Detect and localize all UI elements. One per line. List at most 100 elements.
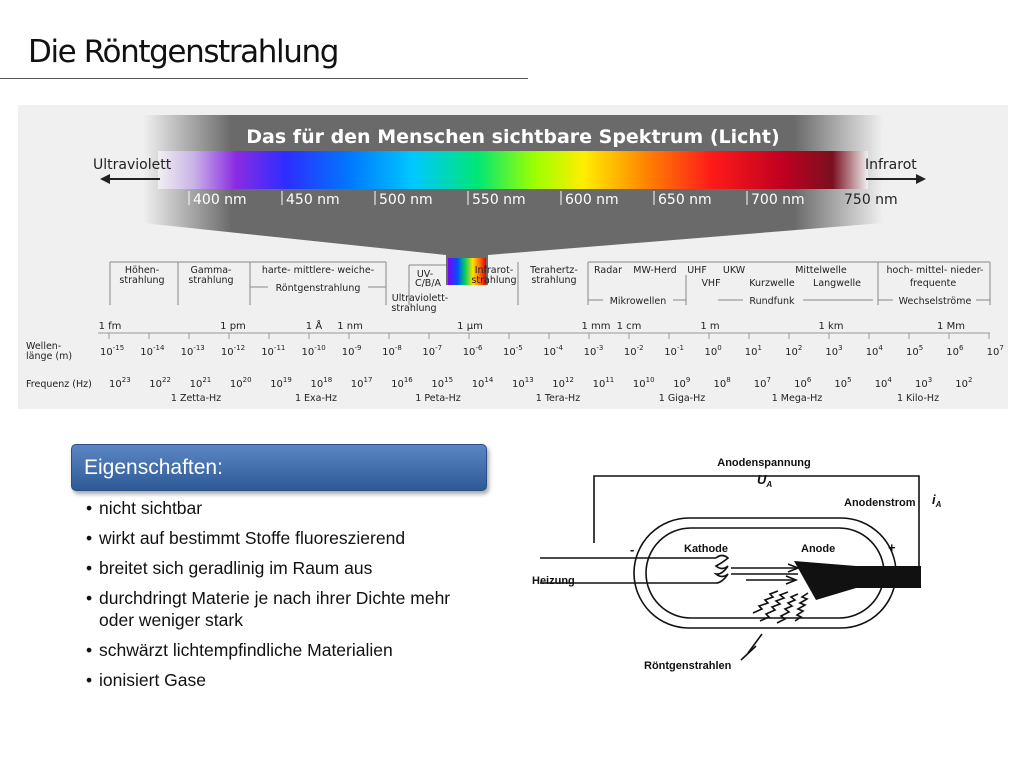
- wavelength-power: 10-8: [382, 344, 402, 358]
- nm-tick-label: 600 nm: [565, 192, 619, 208]
- frequency-power: 108: [714, 376, 731, 390]
- band-roentgen-types: harte- mittlere- weiche-: [262, 265, 374, 276]
- frequency-power: 1012: [552, 376, 574, 390]
- band-hoehen-1: Höhen-: [125, 265, 159, 276]
- wavelength-power: 10-14: [140, 344, 165, 358]
- nm-tick-label: 750 nm: [844, 192, 898, 208]
- infrared-label: Infrarot: [865, 157, 917, 173]
- bullet: •: [86, 528, 93, 548]
- title-divider: [0, 78, 528, 79]
- properties-header: Eigenschaften:: [71, 444, 487, 491]
- bullet: •: [86, 498, 93, 518]
- bullet: •: [86, 588, 93, 608]
- wavelength-power: 100: [705, 344, 722, 358]
- nm-tick-label: 500 nm: [379, 192, 433, 208]
- wavelength-power: 10-7: [422, 344, 442, 358]
- frequency-power: 104: [875, 376, 893, 390]
- frequency-power: 109: [673, 376, 690, 390]
- wavelength-power: 106: [946, 344, 964, 358]
- length-mark: 1 km: [818, 321, 843, 332]
- wavelength-label-1: Wellen-: [26, 341, 61, 352]
- frequency-power: 106: [794, 376, 812, 390]
- band-brackets: [109, 261, 991, 305]
- list-item: •ionisiert Gase: [86, 670, 206, 690]
- wavelength-label-2: länge (m): [26, 351, 72, 362]
- arrow-left-icon: [100, 174, 160, 184]
- frequency-power: 1023: [109, 376, 131, 390]
- wavelength-power: 10-9: [342, 344, 362, 358]
- bullet: •: [86, 670, 93, 690]
- arrow-right-icon: [866, 174, 926, 184]
- page-title: Die Röntgenstrahlung: [28, 34, 339, 70]
- bullet: •: [86, 640, 93, 660]
- frequency-power: 103: [915, 376, 932, 390]
- length-mark: 1 nm: [337, 321, 363, 332]
- band-ir-2: strahlung: [471, 275, 516, 286]
- length-mark: 1 Mm: [937, 321, 965, 332]
- nm-tick-label: 650 nm: [658, 192, 712, 208]
- length-mark: 1 fm: [99, 321, 122, 332]
- wavelength-power: 10-11: [261, 344, 285, 358]
- wavelength-power: 10-2: [624, 344, 644, 358]
- band-rundfunk: Rundfunk: [749, 296, 795, 307]
- minus-sign: -: [630, 542, 634, 557]
- wavelength-power: 102: [785, 344, 802, 358]
- frequency-power: 1017: [351, 376, 373, 390]
- ultraviolet-label: Ultraviolett: [93, 157, 172, 173]
- wavelength-power: 10-3: [584, 344, 604, 358]
- frequency-power: 1013: [512, 376, 534, 390]
- list-item: •schwärzt lichtempfindliche Materialien: [86, 640, 393, 660]
- wavelength-power: 10-1: [664, 344, 684, 358]
- frequency-power: 105: [834, 376, 851, 390]
- roentgenstrahlen-label: Röntgenstrahlen: [644, 660, 732, 672]
- list-item: •durchdringt Materie je nach ihrer Dicht…: [86, 588, 451, 630]
- band-ir-1: Infrarot-: [475, 265, 514, 276]
- band-uv-sub-1: Ultraviolett-: [392, 293, 448, 304]
- band-gamma-1: Gamma-: [191, 265, 232, 276]
- properties-list: •nicht sichtbar •wirkt auf bestimmt Stof…: [86, 497, 466, 699]
- ia-symbol: iA: [932, 492, 942, 509]
- band-thz-2: strahlung: [531, 275, 576, 286]
- frequency-name: 1 Tera-Hz: [536, 393, 580, 404]
- band-uv-sub-2: strahlung: [391, 303, 436, 314]
- bullet: •: [86, 558, 93, 578]
- wavelength-power: 10-5: [503, 344, 523, 358]
- spectrum-banner: Das für den Menschen sichtbare Spektrum …: [246, 126, 779, 148]
- wavelength-power: 10-6: [463, 344, 483, 358]
- band-radar: Radar: [594, 265, 622, 276]
- band-uv-2: C/B/A: [415, 278, 442, 289]
- anode-label: Anode: [801, 543, 835, 555]
- frequency-name: 1 Kilo-Hz: [897, 393, 939, 404]
- frequency-name: 1 Giga-Hz: [659, 393, 705, 404]
- frequency-power: 102: [955, 376, 972, 390]
- nm-tick-label: 700 nm: [751, 192, 805, 208]
- band-gamma-2: strahlung: [188, 275, 233, 286]
- wavelength-power: 103: [825, 344, 842, 358]
- band-wechselstroeme: Wechselströme: [899, 296, 972, 307]
- length-mark: 1 cm: [617, 321, 642, 332]
- frequency-power: 1015: [431, 376, 453, 390]
- frequency-power: 1022: [149, 376, 171, 390]
- frequency-power: 1019: [270, 376, 292, 390]
- heizung-label: Heizung: [532, 575, 575, 587]
- length-mark: 1 µm: [457, 321, 483, 332]
- band-langwelle: Langwelle: [813, 278, 861, 289]
- wavelength-power: 10-12: [221, 344, 245, 358]
- frequency-name: 1 Zetta-Hz: [171, 393, 221, 404]
- band-hoch-1: hoch- mittel- nieder-: [887, 265, 984, 276]
- wavelength-power: 101: [745, 344, 762, 358]
- nm-tick-label: 550 nm: [472, 192, 526, 208]
- band-ukw: UKW: [723, 265, 746, 276]
- wavelength-power: 10-13: [181, 344, 205, 358]
- band-mittelwelle: Mittelwelle: [795, 265, 847, 276]
- wavelength-power: 10-4: [543, 344, 563, 358]
- anodenstrom-label: Anodenstrom: [844, 497, 916, 509]
- spectrum-figure: Das für den Menschen sichtbare Spektrum …: [18, 105, 1008, 409]
- frequency-power: 1016: [391, 376, 413, 390]
- frequency-power: 1018: [311, 376, 333, 390]
- band-roentgen: Röntgenstrahlung: [276, 283, 361, 294]
- band-uv-1: UV-: [417, 269, 433, 280]
- length-mark: 1 pm: [220, 321, 246, 332]
